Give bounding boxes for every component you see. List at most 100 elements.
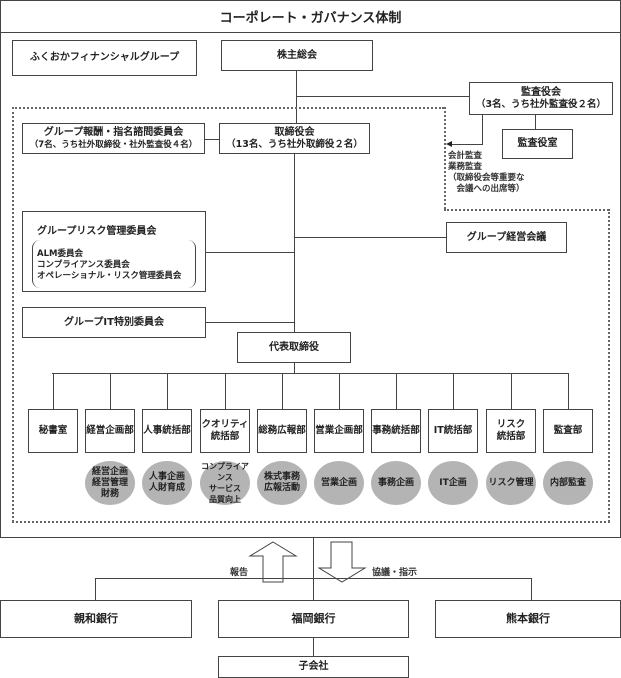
bank-fukuoka-box[interactable]: 福岡銀行 — [218, 600, 409, 638]
connector-board-representative — [294, 154, 295, 333]
department-role-oval: コンプライアンス サービス 品質向上 — [200, 461, 250, 505]
bank-shinwa-label: 親和銀行 — [74, 612, 118, 625]
audit-board-detail: （3名、うち社外監査役２名） — [475, 98, 607, 110]
connector-fukuoka-subsidiaries — [313, 638, 314, 656]
department-role-oval: 事務企画 — [371, 461, 421, 505]
representative-director-box[interactable]: 代表取締役 — [237, 332, 351, 363]
boundary-bottom — [12, 521, 610, 523]
representative-director-label: 代表取締役 — [269, 341, 319, 353]
audit-arrow-horizontal — [450, 144, 483, 145]
department-role: 事務企画 — [377, 477, 414, 488]
connector-department — [53, 373, 54, 409]
department-name: IT統括部 — [433, 425, 473, 436]
audit-arrow-vertical — [482, 115, 483, 144]
boundary-top — [12, 107, 444, 109]
connector-representative-departments — [294, 363, 295, 373]
board-of-directors-box[interactable]: 取締役会 （13名、うち社外取締役２名） — [219, 123, 370, 154]
connector-compensation-board — [205, 139, 219, 140]
department-box[interactable]: 事務統括部 — [371, 409, 421, 453]
department-name: 営業企画部 — [315, 425, 363, 436]
connector-department — [110, 373, 111, 409]
bank-fukuoka-label: 福岡銀行 — [291, 612, 336, 625]
audit-office-label: 監査役室 — [517, 138, 558, 149]
department-role-oval: 経営企画 経営管理 財務 — [85, 461, 135, 505]
department-name: 秘書室 — [38, 425, 68, 436]
management-meeting-box[interactable]: グループ経営会議 — [446, 222, 567, 253]
instruction-arrow-icon — [318, 541, 367, 583]
compensation-committee-box[interactable]: グループ報酬・指名諮問委員会 （7名、うち社外取締役・社外監査役４名） — [22, 123, 205, 154]
connector-holding-banks — [313, 538, 314, 578]
department-box[interactable]: クオリティ 統括部 — [200, 409, 250, 453]
connector-department — [453, 373, 454, 409]
it-committee-label: グループIT特別委員会 — [64, 316, 164, 328]
connector-shareholders-board — [296, 71, 297, 124]
department-box[interactable]: リスク 統括部 — [486, 409, 536, 453]
connector-department — [568, 373, 569, 409]
department-role-oval: 株式事務 広報活動 — [257, 461, 307, 505]
department-name: 監査部 — [553, 425, 583, 436]
department-box[interactable]: 人事統括部 — [142, 409, 192, 453]
shareholders-meeting-box[interactable]: 株主総会 — [221, 40, 373, 71]
audit-arrow-head-icon — [446, 141, 452, 147]
department-name: リスク 統括部 — [496, 419, 526, 442]
boundary-notch-v — [444, 107, 446, 209]
department-box[interactable]: 監査部 — [543, 409, 593, 453]
compensation-committee-detail: （7名、うち社外取締役・社外監査役４名） — [29, 139, 198, 150]
bank-kumamoto-box[interactable]: 熊本銀行 — [435, 600, 621, 638]
risk-subcommittees: ALM委員会 コンプライアンス委員会 オペレーショナル・リスク管理委員会 — [37, 249, 182, 281]
department-role: 内部監査 — [549, 477, 586, 488]
connector-to-audit-board — [296, 96, 469, 97]
audit-office-box[interactable]: 監査役室 — [502, 129, 573, 159]
boundary-notch-h — [444, 209, 609, 211]
connector-it-trunk — [206, 322, 294, 323]
boundary-left — [12, 107, 14, 522]
connector-bank-1 — [95, 578, 96, 600]
report-label: 報告 — [230, 568, 249, 578]
department-box[interactable]: 営業企画部 — [314, 409, 364, 453]
connector-department — [396, 373, 397, 409]
risk-subcommittees-bracket — [32, 240, 196, 288]
department-role-oval: 内部監査 — [543, 461, 593, 505]
department-box[interactable]: 総務広報部 — [257, 409, 307, 453]
shareholders-meeting-label: 株主総会 — [277, 49, 317, 61]
connector-department — [511, 373, 512, 409]
it-committee-box[interactable]: グループIT特別委員会 — [22, 307, 206, 338]
departments-bus — [52, 373, 568, 374]
connector-bank-2 — [313, 578, 314, 600]
audit-board-box[interactable]: 監査役会 （3名、うち社外監査役２名） — [469, 82, 613, 115]
subsidiaries-label: 子会社 — [298, 661, 329, 672]
department-box[interactable]: IT統括部 — [428, 409, 478, 453]
connector-department — [225, 373, 226, 409]
boundary-right — [608, 209, 610, 522]
connector-risk-trunk — [206, 252, 294, 253]
department-name: 事務統括部 — [372, 425, 420, 436]
risk-committee-name: グループリスク管理委員会 — [37, 226, 157, 237]
compensation-committee-name: グループ報酬・指名諮問委員会 — [43, 126, 184, 138]
subsidiaries-box[interactable]: 子会社 — [218, 656, 409, 678]
department-role: 営業企画 — [320, 477, 357, 488]
department-box[interactable]: 秘書室 — [28, 409, 78, 453]
page-title: コーポレート・ガバナンス体制 — [219, 11, 402, 26]
department-role: 株式事務 広報活動 — [263, 472, 300, 493]
connector-audit-office — [535, 115, 536, 129]
bank-shinwa-box[interactable]: 親和銀行 — [0, 600, 192, 638]
department-name: 経営企画部 — [86, 425, 134, 436]
department-role: 経営企画 経営管理 財務 — [91, 466, 128, 499]
audit-board-name: 監査役会 — [521, 86, 561, 98]
bank-kumamoto-label: 熊本銀行 — [506, 612, 550, 625]
audit-note: 会計監査 業務監査 （取締役会等重要な 会議への出席等） — [448, 151, 525, 194]
risk-committee-box[interactable]: グループリスク管理委員会 ALM委員会 コンプライアンス委員会 オペレーショナル… — [22, 211, 206, 292]
instruction-label: 協議・指示 — [372, 568, 418, 578]
connector-bank-3 — [531, 578, 532, 600]
connector-department — [167, 373, 168, 409]
title-bar: コーポレート・ガバナンス体制 — [0, 0, 621, 33]
department-role-oval: 営業企画 — [314, 461, 364, 505]
connector-trunk-management — [294, 237, 446, 238]
department-name: 人事統括部 — [143, 425, 191, 436]
connector-department — [339, 373, 340, 409]
department-role-oval: リスク管理 — [486, 461, 536, 505]
board-of-directors-name: 取締役会 — [274, 126, 315, 138]
department-role: 人事企画 人財育成 — [148, 472, 185, 493]
department-name: クオリティ 統括部 — [201, 419, 249, 442]
department-box[interactable]: 経営企画部 — [85, 409, 135, 453]
